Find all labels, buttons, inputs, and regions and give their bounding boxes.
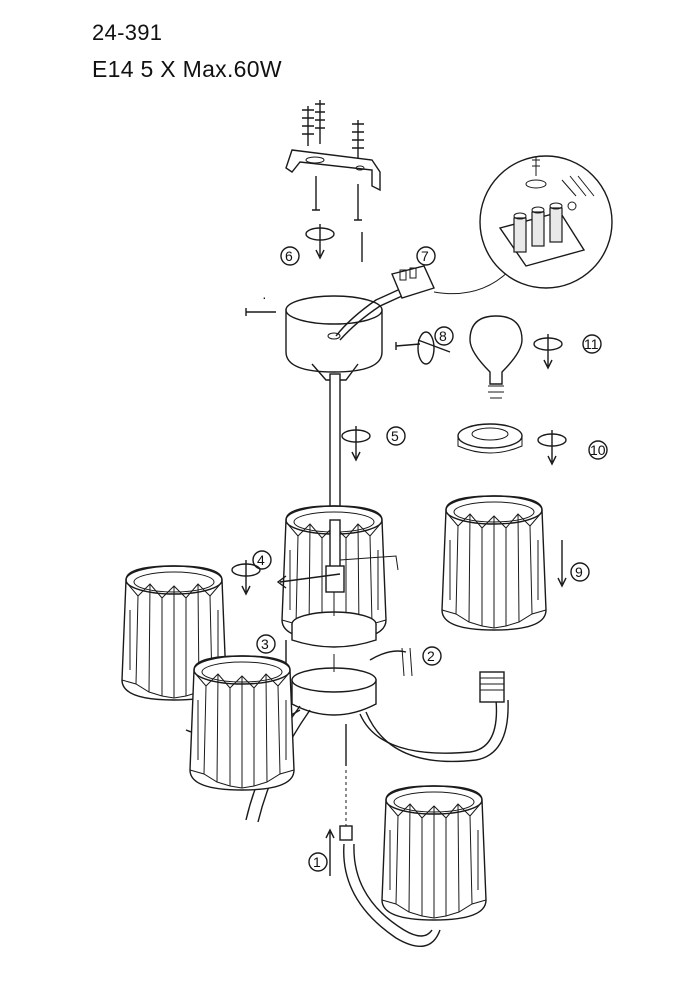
shade-icon bbox=[381, 785, 487, 921]
rotate-arrow-icon bbox=[537, 429, 567, 465]
step-label: 2 bbox=[427, 648, 435, 664]
rotate-arrow-icon bbox=[417, 331, 451, 365]
step-label: 11 bbox=[584, 336, 599, 352]
ceiling-canopy-icon bbox=[285, 295, 383, 381]
svg-text:·: · bbox=[262, 289, 267, 305]
shade-icon bbox=[441, 495, 547, 631]
terminal-block-icon bbox=[498, 156, 595, 267]
rotate-arrow-icon bbox=[533, 333, 563, 369]
bulb-icon bbox=[469, 315, 523, 399]
step-label: 9 bbox=[575, 564, 583, 580]
rotate-arrow-icon bbox=[341, 425, 371, 461]
rotate-arrow-icon bbox=[231, 559, 261, 595]
terminal-block-icon bbox=[391, 265, 435, 299]
step-label: 10 bbox=[590, 442, 606, 458]
step-label: 8 bbox=[439, 328, 447, 344]
step-label: 4 bbox=[257, 552, 265, 568]
step-label: 6 bbox=[285, 248, 293, 264]
bulb-spec: E14 5 X Max.60W bbox=[92, 56, 282, 82]
shade-icon bbox=[189, 655, 295, 791]
step-label: 5 bbox=[391, 428, 399, 444]
rotate-arrow-icon bbox=[305, 223, 335, 259]
step-label: 7 bbox=[421, 248, 429, 264]
step-label: 3 bbox=[261, 636, 269, 652]
model-number: 24-391 bbox=[92, 20, 163, 45]
step-label: 1 bbox=[313, 854, 321, 870]
mounting-bracket-icon bbox=[285, 100, 381, 221]
